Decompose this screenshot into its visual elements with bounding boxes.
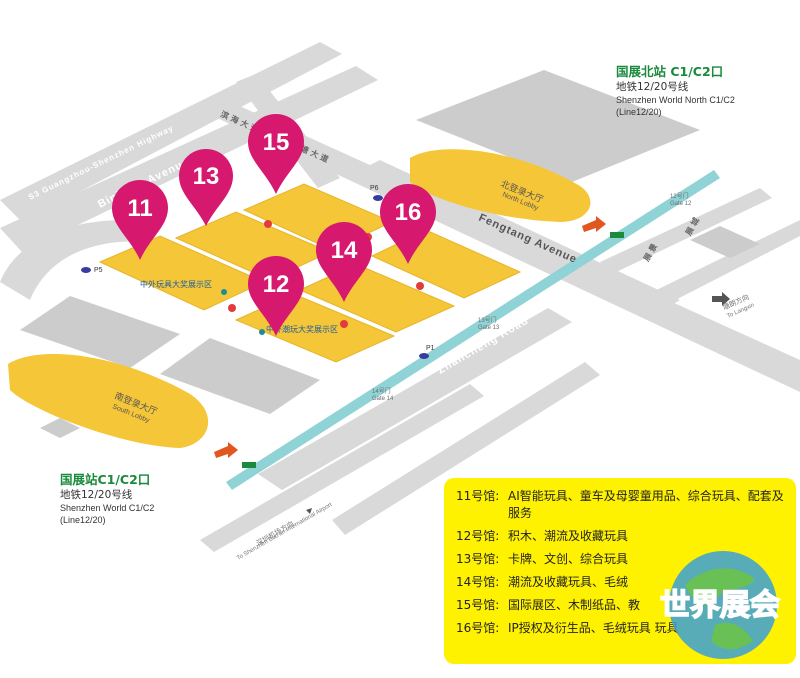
south-station-en2: (Line12/20) [60, 515, 106, 525]
pin-hall-13[interactable]: 13 [179, 149, 233, 226]
legend-hall-16: 16号馆: [456, 621, 500, 635]
legend-row-13: 13号馆: 卡牌、文创、综合玩具 [456, 551, 786, 568]
buildings [20, 70, 760, 438]
south-station-title: 国展站C1/C2口 [60, 472, 151, 487]
gate-13: 13号门 Gate 13 [478, 316, 500, 331]
south-station-line: 地铁12/20号线 [60, 489, 133, 501]
pin-hall-16-label: 16 [395, 199, 422, 226]
direction-langxin: 塘朗方向 To Langxin [712, 292, 755, 320]
parking-p6: P6 [370, 185, 383, 201]
gate-13-cn: 13号门 [478, 316, 497, 324]
pin-hall-11[interactable]: 11 [112, 180, 168, 260]
legend-row-14: 14号馆: 潮流及收藏玩具、毛绒 [456, 574, 786, 591]
metro-line [226, 170, 720, 490]
legend-desc-14: 潮流及收藏玩具、毛绒 [508, 575, 629, 589]
legend-desc-11: AI智能玩具、童车及母婴童用品、综合玩具、配套及服务 [508, 489, 784, 520]
legend-hall-14: 14号馆: [456, 575, 500, 589]
legend-hall-15: 15号馆: [456, 598, 500, 612]
gate-12-en: Gate 12 [670, 201, 692, 207]
pin-hall-14[interactable]: 14 [316, 222, 372, 302]
north-station-en2: (Line12/20) [616, 107, 662, 117]
pin-hall-15[interactable]: 15 [248, 114, 304, 194]
legend-desc-15: 国际展区、木制纸品、教 [508, 598, 641, 612]
pin-hall-11-label: 11 [127, 195, 152, 222]
gate-14: 14号门 Gate 14 [372, 387, 394, 402]
parking-p1-label: P1 [426, 345, 435, 352]
gate-14-en: Gate 14 [372, 396, 394, 402]
parking-p6-label: P6 [370, 185, 379, 192]
watermark-text: 世界展会 [660, 588, 780, 623]
pin-hall-14-label: 14 [331, 237, 358, 264]
legend-desc-12: 积木、潮流及收藏玩具 [508, 529, 629, 543]
gate-13-en: Gate 13 [478, 325, 500, 331]
legend-hall-13: 13号馆: [456, 552, 500, 566]
south-station-arrow [214, 442, 256, 468]
north-station-info: 国展北站 C1/C2口 地铁12/20号线 Shenzhen World Nor… [616, 64, 796, 118]
north-station-title: 国展北站 C1/C2口 [616, 64, 724, 79]
hall-pins: 11 13 15 16 14 12 [112, 114, 436, 336]
legend-hall-12: 12号馆: [456, 529, 500, 543]
hall-legend: 11号馆: AI智能玩具、童车及母婴童用品、综合玩具、配套及服务 12号馆: 积… [444, 478, 796, 664]
legend-row-16: 16号馆: IP授权及衍生品、毛绒玩具 玩具 [456, 620, 786, 637]
exhibit-area-1-label: 中外玩具大奖展示区 [140, 279, 212, 289]
north-station-line: 地铁12/20号线 [616, 81, 689, 93]
gate-14-cn: 14号门 [372, 387, 391, 395]
exhibit-area-1: 中外玩具大奖展示区 [140, 279, 227, 295]
legend-row-15: 15号馆: 国际展区、木制纸品、教 [456, 597, 786, 614]
parking-p1: P1 [419, 345, 435, 359]
north-lobby: 北登录大厅 North Lobby [410, 149, 591, 222]
pin-hall-13-label: 13 [193, 163, 220, 190]
legend-hall-11: 11号馆: [456, 489, 500, 503]
pin-hall-16[interactable]: 16 [380, 184, 436, 264]
legend-row-12: 12号馆: 积木、潮流及收藏玩具 [456, 528, 786, 545]
legend-desc-13: 卡牌、文创、综合玩具 [508, 552, 629, 566]
parking-p5: P5 [81, 267, 103, 274]
legend-row-11: 11号馆: AI智能玩具、童车及母婴童用品、综合玩具、配套及服务 [456, 488, 786, 522]
pin-hall-12[interactable]: 12 [248, 256, 304, 336]
exhibit-area-2-label: 中外潮玩大奖展示区 [266, 324, 338, 334]
gate-12: 12号门 Gate 12 [670, 192, 692, 207]
watermark-logo: 世界展会 [659, 551, 781, 659]
north-station-en: Shenzhen World North C1/C2 [616, 95, 735, 105]
legend-desc-16: IP授权及衍生品、毛绒玩具 玩具 [508, 621, 679, 635]
north-station-arrow [582, 216, 624, 238]
south-station-info: 国展站C1/C2口 地铁12/20号线 Shenzhen World C1/C2… [60, 472, 230, 526]
parking-p5-label: P5 [94, 267, 103, 274]
pin-hall-12-label: 12 [263, 271, 290, 298]
gate-12-cn: 12号门 [670, 192, 689, 200]
pin-hall-15-label: 15 [263, 129, 290, 156]
south-station-en: Shenzhen World C1/C2 [60, 503, 155, 513]
exhibit-area-2: 中外潮玩大奖展示区 [259, 324, 338, 335]
south-lobby: 南登录大厅 South Lobby [8, 354, 209, 448]
